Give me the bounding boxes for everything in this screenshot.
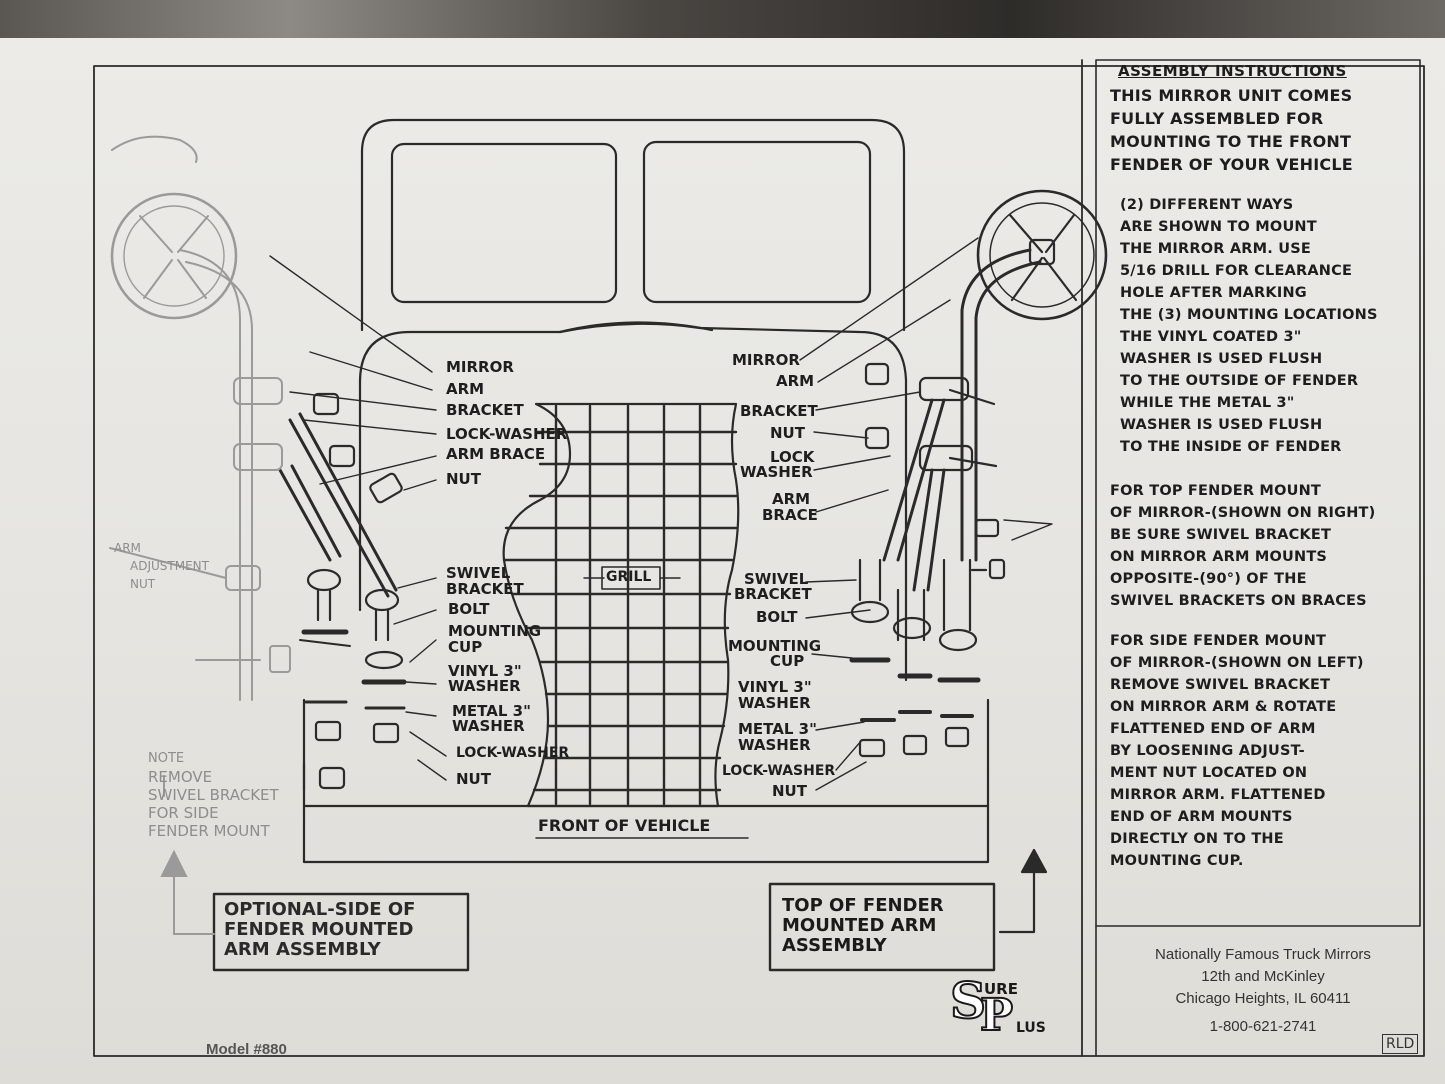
label-bolt-right: BOLT <box>756 608 798 626</box>
label-nut-right: NUT <box>770 424 805 442</box>
outer-frame <box>93 65 1425 1057</box>
label-vinyl-left: VINYL 3" <box>448 662 522 680</box>
company-line-2: 12th and McKinley <box>1201 968 1325 985</box>
instructions-para-1: THIS MIRROR UNIT COMES FULLY ASSEMBLED F… <box>1110 86 1353 174</box>
label-vinyl-washer-right: WASHER <box>738 694 811 712</box>
company-line-1: Nationally Famous Truck Mirrors <box>1155 946 1371 963</box>
label-nut-left: NUT <box>446 470 481 488</box>
label-nut2-right: NUT <box>772 782 807 800</box>
hood-outline <box>358 322 908 682</box>
sure-plus-logo: S URE P LUS <box>949 971 1046 1041</box>
label-swivel-bracket-right: BRACKET <box>734 585 812 603</box>
box-right-frame <box>768 882 996 972</box>
label-grill: GRILL <box>606 569 652 585</box>
label-lock-washer-right: LOCK-WASHER <box>722 763 836 779</box>
label-lock-washer-left: LOCK-WASHER <box>446 425 568 443</box>
label-arm-brace-left: ARM BRACE <box>446 445 546 463</box>
label-note-1: REMOVE <box>148 768 213 786</box>
box-left-frame <box>212 892 470 972</box>
box-right-text: TOP OF FENDER MOUNTED ARM ASSEMBLY <box>782 895 944 956</box>
label-bracket-right: BRACKET <box>740 402 818 420</box>
label-metal-right: METAL 3" <box>738 720 817 738</box>
label-swivel-left: SWIVEL <box>446 564 511 582</box>
label-lock-washer2-left: LOCK-WASHER <box>456 745 570 761</box>
grill-outline <box>502 402 740 808</box>
label-arm-right: ARM <box>776 372 815 390</box>
background-objects <box>0 0 1445 40</box>
label-swivel-bracket-left: BRACKET <box>446 580 524 598</box>
label-washer-right: WASHER <box>740 463 813 481</box>
label-swivel-right: SWIVEL <box>744 570 809 588</box>
label-note-2: SWIVEL BRACKET <box>148 786 279 804</box>
label-note-3: FOR SIDE <box>148 804 219 822</box>
company-phone: 1-800-621-2741 <box>1209 1018 1317 1035</box>
label-cup-left: CUP <box>448 638 483 656</box>
label-lock-right: LOCK <box>770 448 815 466</box>
label-cup-right: CUP <box>770 652 805 670</box>
label-mounting-right: MOUNTING <box>728 637 822 655</box>
model-number: Model #880 <box>206 1041 287 1058</box>
label-metal-left: METAL 3" <box>452 702 531 720</box>
label-metal-washer-right: WASHER <box>738 736 811 754</box>
company-line-3: Chicago Heights, IL 60411 <box>1175 990 1351 1007</box>
label-arm-brace2-right: BRACE <box>762 506 818 524</box>
label-note-0: NOTE <box>148 751 185 766</box>
cab-outline <box>360 118 906 332</box>
label-front-of-vehicle: FRONT OF VEHICLE <box>538 816 711 835</box>
label-mirror-right: MIRROR <box>732 351 800 369</box>
instructions-heading: ASSEMBLY INSTRUCTIONS <box>1118 62 1347 80</box>
left-mirror-faint <box>110 192 238 320</box>
instructions-para-4: FOR SIDE FENDER MOUNT OF MIRROR-(SHOWN O… <box>1110 633 1364 869</box>
right-window <box>642 140 872 304</box>
instructions-frame <box>1095 59 1421 927</box>
left-window <box>390 142 618 304</box>
right-mirror <box>976 189 1108 321</box>
assembly-instructions: ASSEMBLY INSTRUCTIONS THIS MIRROR UNIT C… <box>1110 62 1410 872</box>
label-adj-2: ADJUSTMENT <box>130 559 209 573</box>
label-vinyl-washer-left: WASHER <box>448 677 521 695</box>
label-bracket-left: BRACKET <box>446 401 524 419</box>
label-nut2-left: NUT <box>456 770 491 788</box>
label-adj-1: ARM <box>114 541 141 555</box>
label-adj-3: NUT <box>130 577 156 591</box>
label-mirror-left: MIRROR <box>446 358 514 376</box>
label-note-4: FENDER MOUNT <box>148 822 270 840</box>
label-bolt-left: BOLT <box>448 600 490 618</box>
box-left-text: OPTIONAL-SIDE OF FENDER MOUNTED ARM ASSE… <box>224 899 416 960</box>
instructions-para-2: (2) DIFFERENT WAYS ARE SHOWN TO MOUNT TH… <box>1120 197 1378 455</box>
company-info: Nationally Famous Truck Mirrors 12th and… <box>1100 944 1426 1038</box>
label-metal-washer-left: WASHER <box>452 717 525 735</box>
label-mounting-left: MOUNTING <box>448 622 542 640</box>
initials: RLD <box>1382 1034 1419 1054</box>
label-arm-left: ARM <box>446 380 485 398</box>
label-vinyl-right: VINYL 3" <box>738 678 812 696</box>
label-arm-brace1-right: ARM <box>772 490 811 508</box>
instructions-para-3: FOR TOP FENDER MOUNT OF MIRROR-(SHOWN ON… <box>1110 483 1376 609</box>
